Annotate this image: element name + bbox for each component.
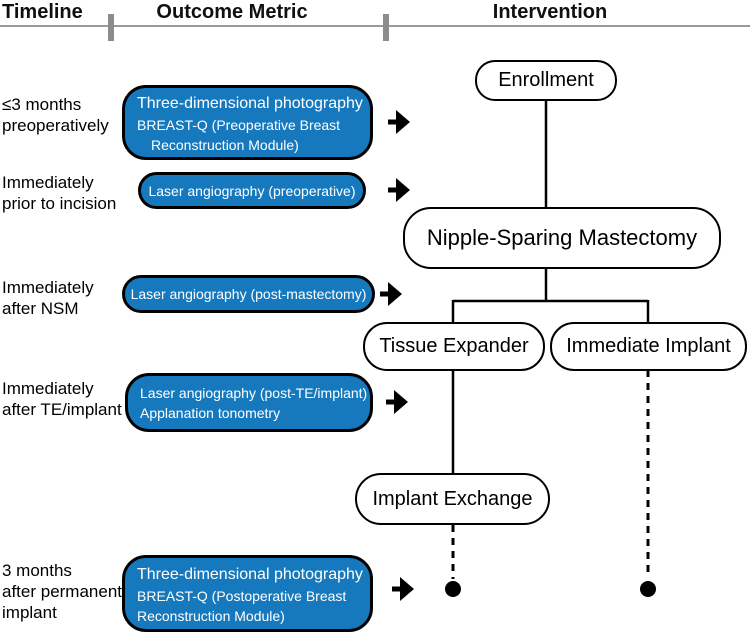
column-header-timeline: Timeline — [2, 1, 83, 23]
timeline-label-line: Immediately — [2, 379, 94, 398]
arrow-right-icon — [388, 178, 410, 202]
outcome-box-line: BREAST-Q (Preoperative Breast — [137, 117, 341, 133]
endpoint-dot-icon — [445, 581, 461, 597]
arrow-right-icon — [380, 282, 402, 306]
outcome-box-line: BREAST-Q (Postoperative Breast — [137, 588, 347, 604]
timeline-label-preop: ≤3 months preoperatively — [2, 94, 109, 136]
header-divider-tick — [108, 14, 114, 41]
header-rule — [0, 25, 750, 27]
outcome-box-laser-post-te-tonometry: Laser angiography (post-TE/implant) Appl… — [125, 373, 373, 432]
outcome-box-line: Reconstruction Module) — [137, 608, 285, 624]
timeline-label-line: prior to incision — [2, 194, 117, 213]
column-header-intervention: Intervention — [492, 1, 608, 23]
arrow-right-icon — [386, 390, 408, 414]
arrow-right-icon — [388, 110, 410, 134]
timeline-label-line: Immediately — [2, 278, 94, 297]
timeline-label-line: preoperatively — [2, 116, 109, 135]
flow-node-implant-exchange: Implant Exchange — [355, 473, 550, 525]
outcome-box-line: Three-dimensional photography — [137, 95, 363, 112]
timeline-label-line: ≤3 months — [2, 95, 82, 114]
timeline-label-line: 3 months — [2, 561, 72, 580]
timeline-label-prior-incision: Immediately prior to incision — [2, 172, 116, 214]
outcome-box-3d-photo-preop: Three-dimensional photography BREAST-Q (… — [122, 85, 373, 160]
timeline-label-after-te-implant: Immediately after TE/implant — [2, 378, 122, 420]
timeline-label-line: Immediately — [2, 173, 94, 192]
timeline-label-after-nsm: Immediately after NSM — [2, 277, 94, 319]
endpoint-dot-icon — [640, 581, 656, 597]
timeline-label-3-months-post: 3 months after permanent implant — [2, 560, 122, 623]
arrow-right-icon — [392, 577, 414, 601]
outcome-box-line: Three-dimensional photography — [137, 566, 363, 583]
timeline-label-line: after permanent — [2, 582, 123, 601]
flow-node-tissue-expander: Tissue Expander — [363, 322, 545, 371]
timeline-label-line: implant — [2, 603, 57, 622]
outcome-box-laser-preoperative: Laser angiography (preoperative) — [138, 172, 366, 209]
timeline-label-line: after TE/implant — [2, 400, 122, 419]
outcome-box-line: Laser angiography (post-mastectomy) — [130, 286, 367, 302]
header-divider-tick — [383, 14, 389, 41]
column-header-outcome-metric: Outcome Metric — [156, 1, 308, 23]
flow-node-enrollment: Enrollment — [475, 60, 617, 101]
outcome-box-line: Reconstruction Module) — [151, 137, 299, 153]
outcome-box-line: Laser angiography (preoperative) — [148, 182, 356, 199]
outcome-box-line: Applanation tonometry — [140, 405, 281, 421]
outcome-box-3d-photo-postop: Three-dimensional photography BREAST-Q (… — [122, 555, 373, 632]
flow-node-nipple-sparing-mastectomy: Nipple-Sparing Mastectomy — [403, 207, 721, 269]
outcome-box-line: Laser angiography (post-TE/implant) — [140, 385, 368, 401]
outcome-box-laser-post-mastectomy: Laser angiography (post-mastectomy) — [122, 275, 375, 313]
timeline-label-line: after NSM — [2, 299, 79, 318]
flow-node-immediate-implant: Immediate Implant — [550, 322, 747, 371]
